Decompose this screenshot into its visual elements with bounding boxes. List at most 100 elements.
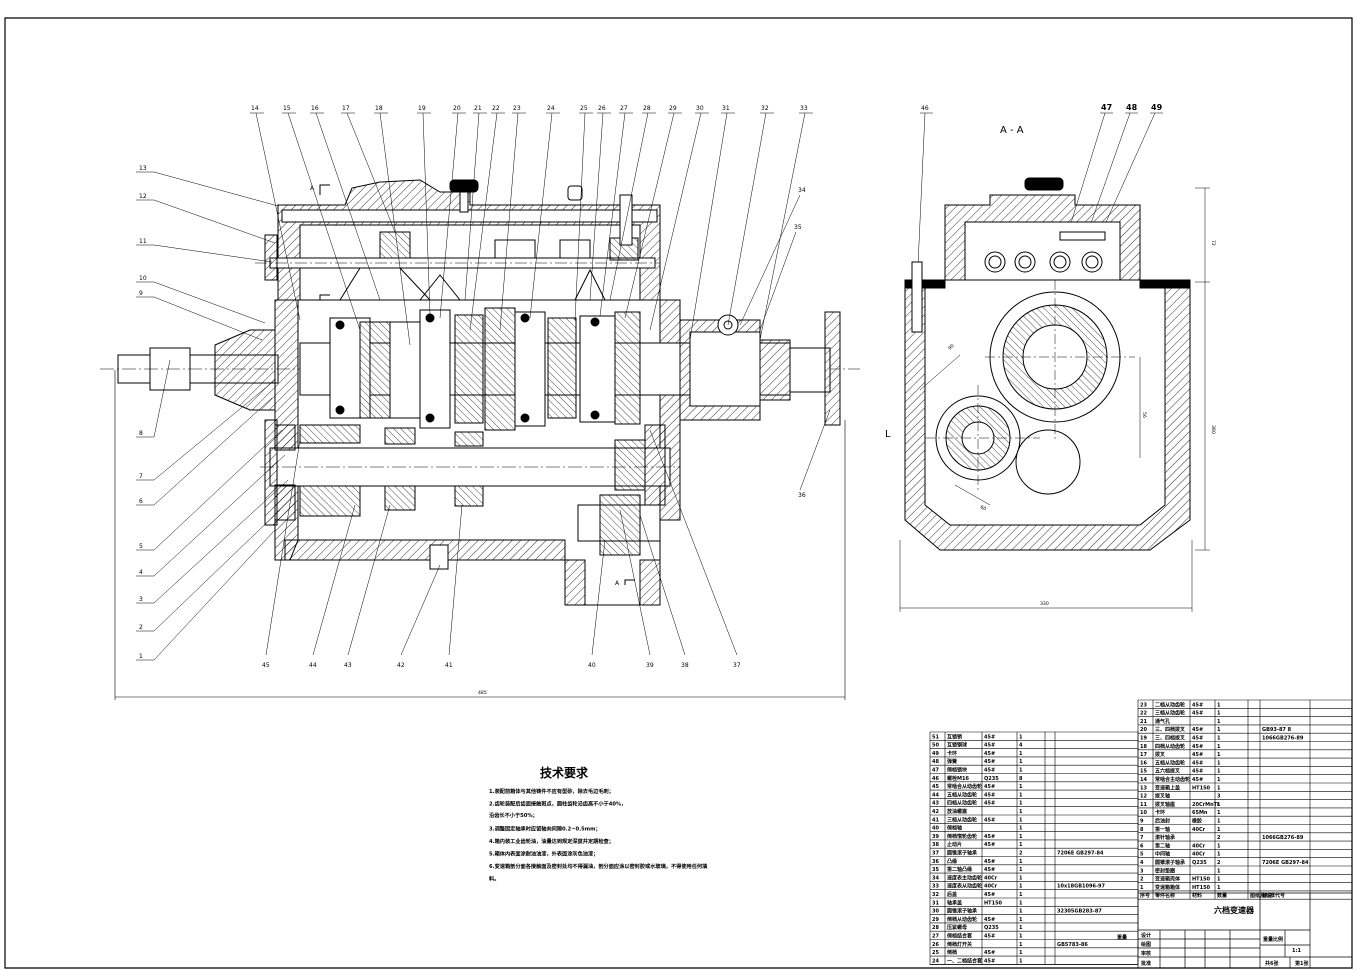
bom-left-cell: 41 — [932, 817, 939, 823]
callout-7: 7 — [139, 473, 143, 480]
bom-right-cell: 20 — [1140, 727, 1147, 733]
bom-right-cell: 三、四档拨叉 — [1155, 726, 1186, 733]
bom-header-cell: 序号 — [1139, 892, 1150, 899]
bom-right-cell: 三档从动齿轮 — [1155, 710, 1185, 717]
callout-43: 43 — [344, 662, 352, 669]
section-view-label: A - A — [1000, 125, 1024, 136]
bom-left-cell: 30 — [932, 909, 939, 915]
bom-right-std: GB93-87 8 — [1262, 727, 1292, 733]
bom-right-cell: 1 — [1217, 810, 1221, 816]
sheet-border — [5, 18, 1352, 968]
callout-40: 40 — [588, 662, 596, 669]
bom-right-cell: 21 — [1140, 719, 1147, 725]
bom-right-cell: 12 — [1140, 794, 1147, 800]
callout-20: 20 — [453, 105, 461, 112]
cut-mark-top: A — [310, 185, 315, 192]
bom-left-cell: 45# — [984, 817, 995, 823]
bom-left-cell: 1 — [1019, 900, 1023, 906]
bom-header-cell: 材料 — [1192, 892, 1202, 899]
bom-left-cell: 止动片 — [947, 841, 962, 848]
side-label: L — [885, 429, 891, 440]
bom-left-cell: 互锁销 — [947, 733, 962, 740]
callout-36: 36 — [798, 492, 806, 499]
callout-37: 37 — [733, 662, 741, 669]
callout-4: 4 — [139, 569, 143, 576]
bom-left-cell: 1 — [1019, 875, 1023, 881]
bom-right-cell: 23 — [1140, 702, 1147, 708]
bom-left-cell: 弹簧 — [947, 758, 958, 765]
bom-right-cell: 6 — [1140, 843, 1144, 849]
bom-left-cell: 50 — [932, 743, 939, 749]
callout-leaders — [136, 113, 1163, 660]
title-row-draw: 绘图 — [1141, 941, 1151, 948]
bom-right-cell: 变速箱壳体 — [1155, 876, 1181, 883]
callout-21: 21 — [474, 105, 482, 112]
bom-right-cell: 1 — [1217, 827, 1221, 833]
bom-left-cell: 27 — [932, 934, 939, 940]
callout-42: 42 — [397, 662, 405, 669]
bom-left-cell: 40 — [932, 826, 939, 832]
bom-right-cell: 4 — [1140, 860, 1144, 866]
bom-right-cell: 1 — [1217, 802, 1221, 808]
cut-mark-bottom: A — [615, 580, 620, 587]
bom-left-cell: 1 — [1019, 950, 1023, 956]
bom-left-cell: 33 — [932, 884, 939, 890]
bom-left-cell: 45# — [984, 751, 995, 757]
bom-left-cell: 放油螺塞 — [946, 808, 968, 815]
bom-left-cell: 1 — [1019, 917, 1023, 923]
bom-left-cell: 45# — [984, 934, 995, 940]
bom-right-cell: 5 — [1140, 852, 1144, 858]
callout-5: 5 — [139, 543, 143, 550]
bom-right-std: 1066GB276-89 — [1262, 736, 1304, 742]
bom-right-cell: 40Cr — [1192, 843, 1206, 849]
bom-left-cell: 卡环 — [947, 750, 957, 757]
bom-right-cell: 45# — [1192, 752, 1203, 758]
sheet-total: 共6张 — [1265, 960, 1279, 967]
title-row-approve: 批准 — [1141, 960, 1151, 967]
center-distance-value: 56 — [1141, 412, 1147, 418]
requirement-line: 1.装配前箱体与其他铸件不应有型砂，除去毛边毛刺； — [489, 787, 614, 795]
bom-left-cell: 轴承盖 — [947, 899, 962, 906]
callout-22: 22 — [492, 105, 500, 112]
requirement-line: 3.调整固定轴承时应留轴向间隙0.2~0.5mm； — [489, 825, 601, 833]
section-a-a-view — [900, 178, 1210, 612]
callout-6: 6 — [139, 498, 143, 505]
callout-9: 9 — [139, 290, 143, 297]
bom-right-cell: 45# — [1192, 760, 1203, 766]
bom-left-cell: 倒档 — [946, 949, 957, 956]
callout-12: 12 — [139, 193, 147, 200]
bom-left-cell: 1 — [1019, 958, 1023, 964]
callout-16: 16 — [311, 105, 319, 112]
callout-44: 44 — [309, 662, 317, 669]
bom-right-cell: 2 — [1217, 835, 1221, 841]
requirement-line: 料。 — [489, 875, 499, 883]
bom-right-cell: 1 — [1217, 752, 1221, 758]
bom-right-cell: 1 — [1217, 702, 1221, 708]
bom-left-cell: 1 — [1019, 817, 1023, 823]
bom-right-cell: 2 — [1140, 877, 1144, 883]
bom-left-cell: 1 — [1019, 759, 1023, 765]
bom-left-cell: 32 — [932, 892, 939, 898]
bom-left-cell: 倒档从动齿轮 — [946, 916, 977, 923]
bom-right-cell: 第二轴 — [1155, 842, 1170, 849]
bom-right-cell: 1 — [1217, 760, 1221, 766]
bom-right-cell: 1 — [1217, 711, 1221, 717]
callout-1: 1 — [139, 653, 143, 660]
title-side-label: 重量 — [1117, 934, 1127, 941]
bom-right-cell: 19 — [1140, 736, 1147, 742]
bom-left-cell: 45# — [984, 743, 995, 749]
bom-left-cell: 圆锥滚子轴承 — [947, 908, 977, 915]
bom-left-cell: 34 — [932, 875, 939, 881]
bom-right-cell: 四档从动齿轮 — [1155, 743, 1185, 750]
bom-left-cell: 45# — [984, 834, 995, 840]
bom-right-cell: 1 — [1217, 868, 1221, 874]
bom-left-cell: 42 — [932, 809, 939, 815]
callout-47: 47 — [1101, 103, 1112, 112]
callout-38: 38 — [681, 662, 689, 669]
bom-left-cell: 45# — [984, 734, 995, 740]
bom-left-cell: 45# — [984, 917, 995, 923]
bom-left-std: 32305GB283-87 — [1057, 909, 1102, 915]
bom-right-cell: 9 — [1140, 819, 1144, 825]
bom-right-cell: 密封垫圈 — [1155, 867, 1175, 874]
callout-15: 15 — [283, 105, 291, 112]
